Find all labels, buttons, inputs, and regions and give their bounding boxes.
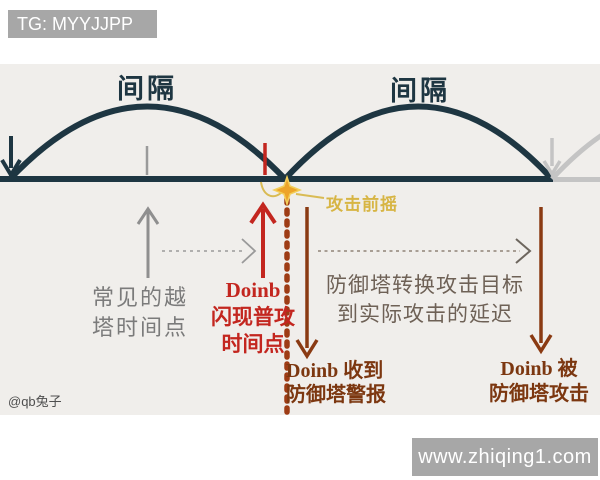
common-dive-time-label: 常见的越 塔时间点 (91, 285, 188, 340)
telegram-watermark-badge: TG: MYYJJPP (8, 10, 157, 38)
website-watermark-badge: www.zhiqing1.com (412, 438, 598, 476)
doinb-flash-attack-time-label: Doinb 闪现普攻 时间点 (211, 278, 295, 356)
tower-retarget-delay-label: 防御塔转换攻击目标 到实际攻击的延迟 (326, 273, 524, 326)
attack-windup-label: 攻击前摇 (326, 195, 398, 214)
doinb-attacked-by-tower-label: Doinb 被 防御塔攻击 (489, 358, 589, 405)
doinb-receives-alert-label: Doinb 收到 防御塔警报 (286, 360, 386, 406)
interval-label-left: 间隔 (117, 74, 177, 104)
author-watermark: @qb兔子 (8, 394, 62, 409)
interval-label-right: 间隔 (390, 76, 450, 106)
